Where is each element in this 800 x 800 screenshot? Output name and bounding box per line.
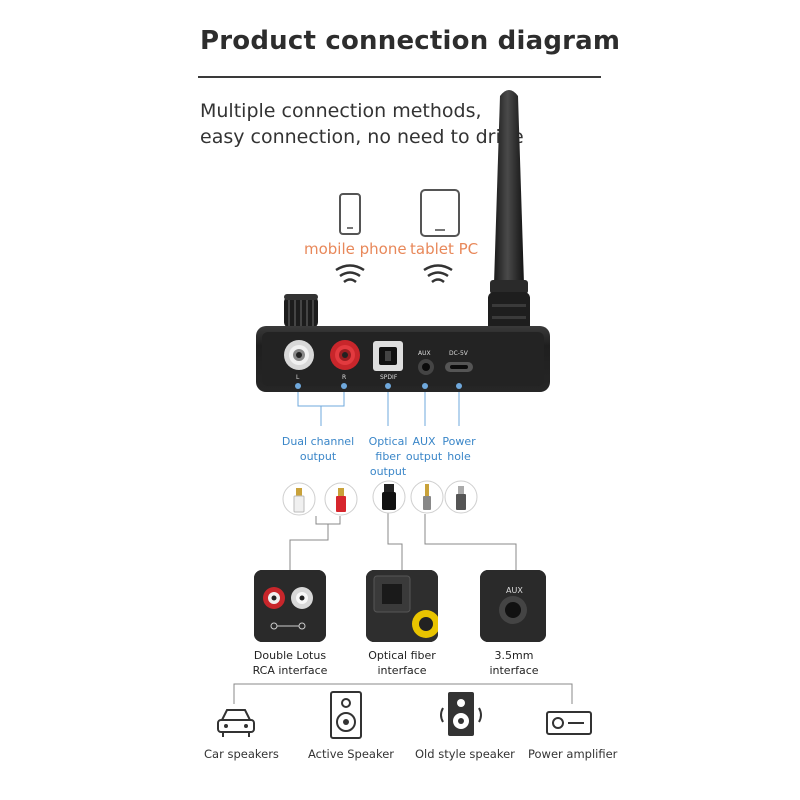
dc-plug-icon bbox=[444, 480, 478, 514]
interface-label-aux: 3.5mm interface bbox=[489, 649, 539, 677]
rca-port-left bbox=[284, 340, 314, 370]
subtitle-line-2: easy connection, no need to drive bbox=[200, 126, 524, 148]
optical-plug-icon bbox=[372, 480, 406, 514]
output-label-car-speakers: Car speakers bbox=[204, 747, 279, 761]
page-title: Product connection diagram bbox=[200, 26, 621, 56]
optical-interface-panel bbox=[366, 570, 438, 642]
aux-interface-panel bbox=[480, 570, 546, 642]
port-desc-aux: AUX output bbox=[405, 435, 443, 463]
port-desc-dual-channel: Dual channel output bbox=[281, 435, 355, 463]
output-label-power-amplifier: Power amplifier bbox=[528, 747, 618, 761]
output-label-active-speaker: Active Speaker bbox=[308, 747, 395, 761]
wireless-signal-icon bbox=[335, 264, 365, 284]
wireless-signal-icon bbox=[423, 264, 453, 284]
port-desc-optical: Optical fiber output bbox=[368, 435, 408, 478]
usb-c-power-port bbox=[445, 362, 473, 372]
rca-port-right bbox=[330, 340, 360, 370]
subtitle-line-1: Multiple connection methods, bbox=[200, 100, 482, 122]
port-label-spdif: SPDIF bbox=[380, 374, 398, 381]
rca-plug-white-icon bbox=[282, 482, 316, 516]
aux-port bbox=[418, 359, 434, 375]
device-label-tablet-pc: tablet PC bbox=[410, 240, 479, 258]
port-label-l: L bbox=[296, 374, 300, 381]
port-label-aux: AUX bbox=[418, 350, 431, 357]
title-divider bbox=[198, 76, 601, 78]
interface-label-optical: Optical fiber interface bbox=[368, 649, 436, 677]
volume-knob bbox=[284, 294, 318, 328]
phone-icon bbox=[339, 193, 361, 235]
aux-plug-icon bbox=[410, 480, 444, 514]
car-icon bbox=[217, 709, 255, 737]
interface-aux-text: AUX bbox=[506, 586, 523, 595]
tablet-icon bbox=[420, 189, 460, 237]
old-speaker-icon bbox=[440, 692, 482, 736]
amplifier-icon bbox=[546, 711, 592, 735]
port-label-dc: DC-5V bbox=[449, 350, 468, 357]
port-desc-power: Power hole bbox=[442, 435, 476, 463]
output-label-old-style-speaker: Old style speaker bbox=[415, 747, 515, 761]
device-label-mobile-phone: mobile phone bbox=[304, 240, 407, 258]
interface-label-rca: Double Lotus RCA interface bbox=[252, 649, 328, 677]
rca-interface-panel bbox=[254, 570, 326, 642]
rca-plug-red-icon bbox=[324, 482, 358, 516]
port-label-r: R bbox=[342, 374, 347, 381]
optical-port bbox=[373, 341, 403, 371]
speaker-icon bbox=[330, 691, 362, 739]
